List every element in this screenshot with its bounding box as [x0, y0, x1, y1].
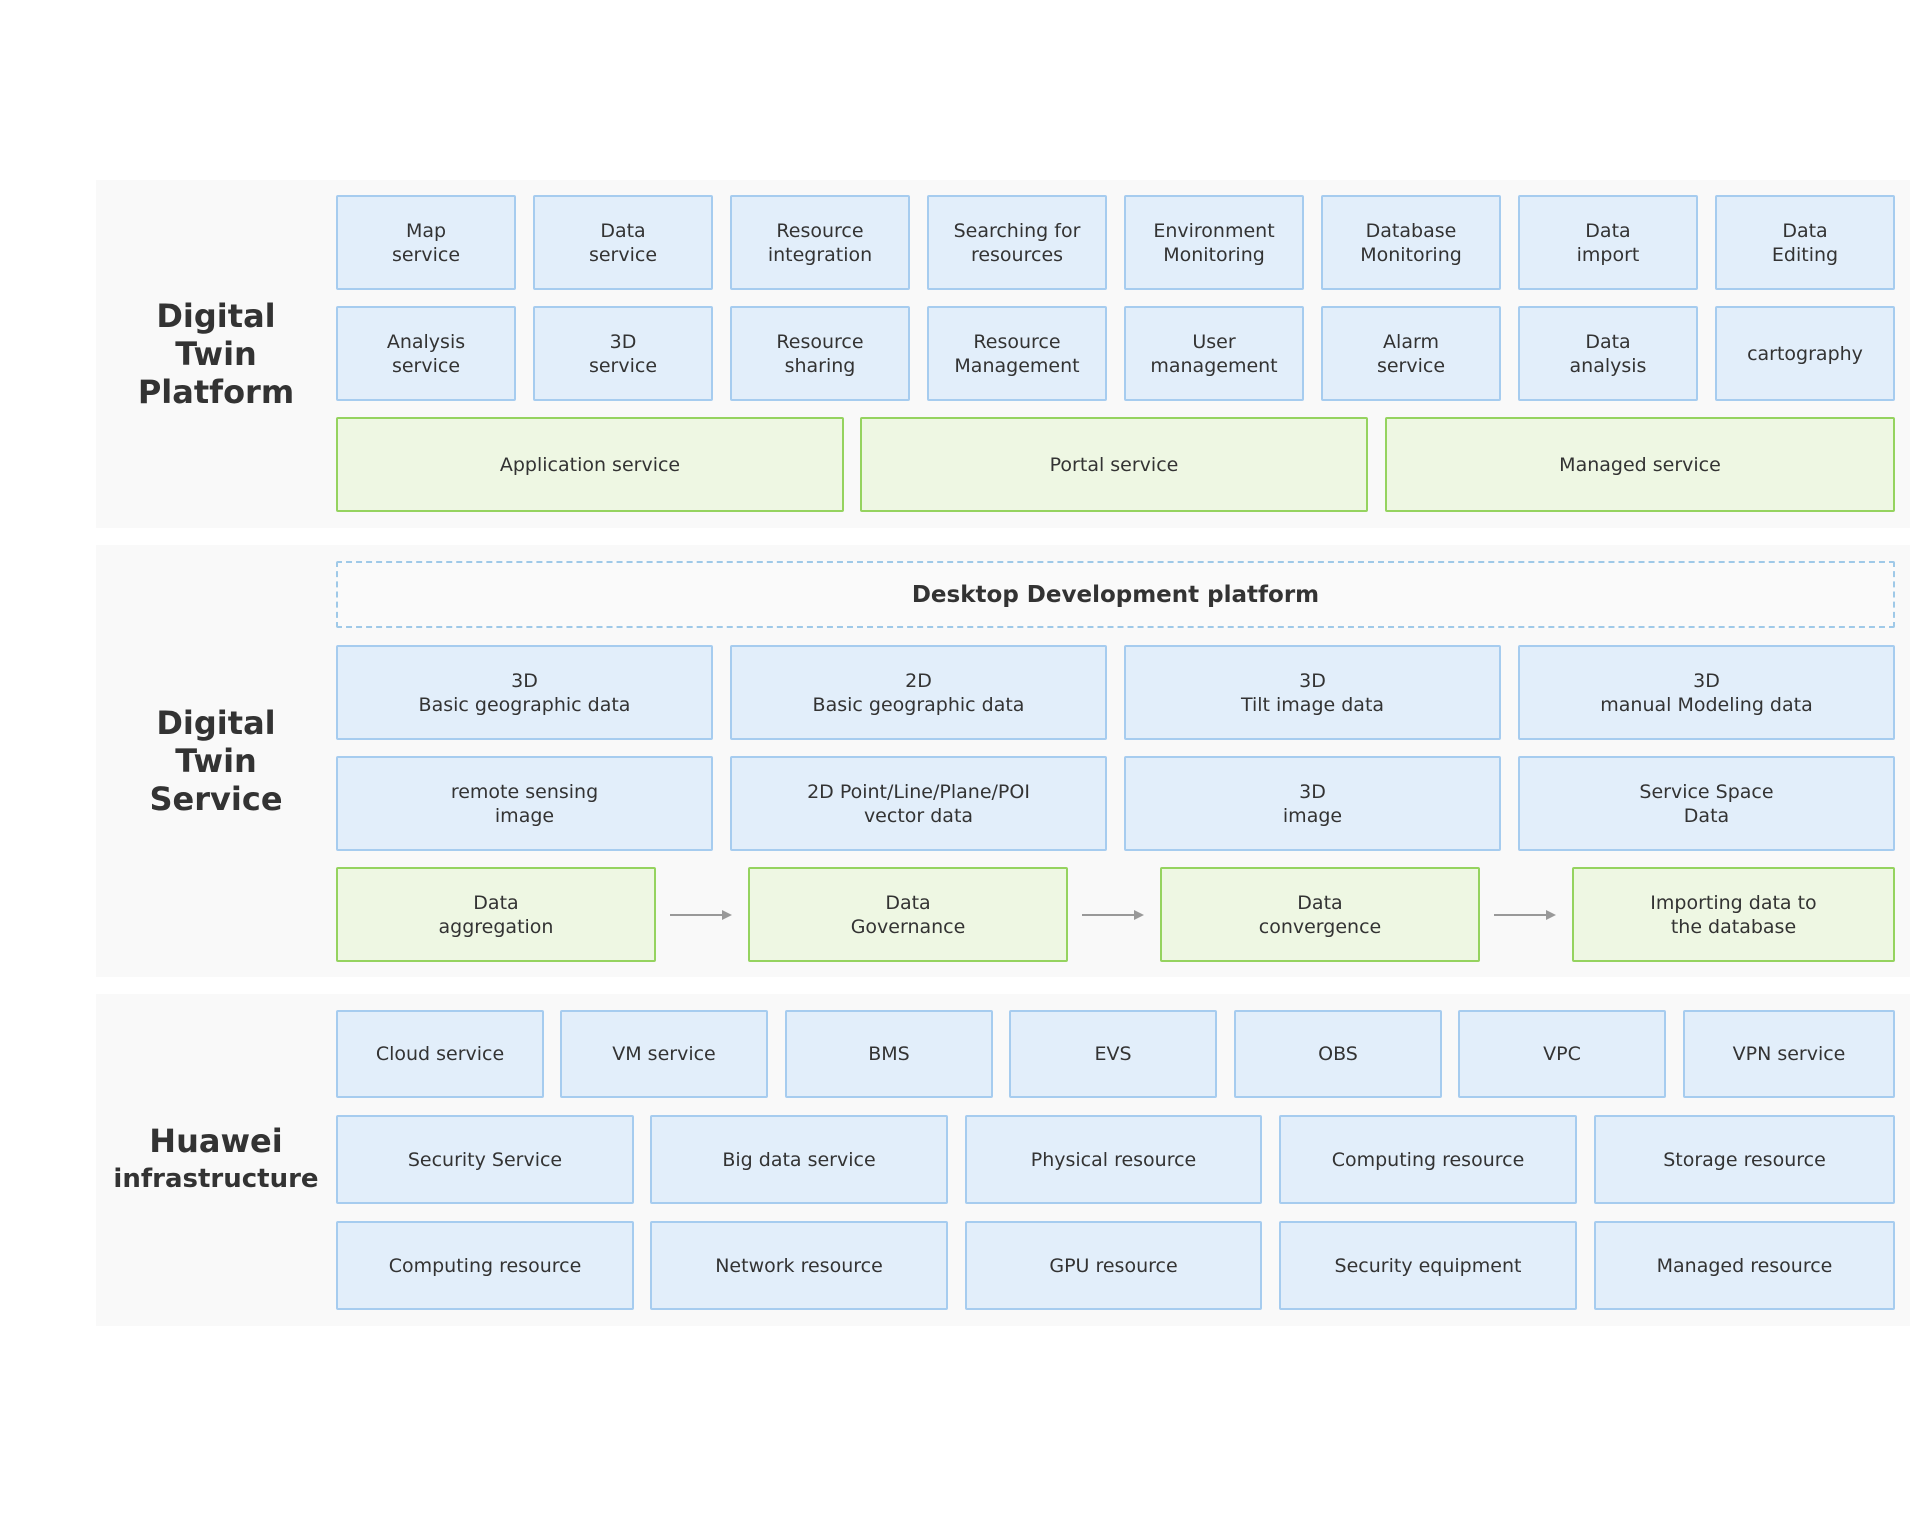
infra-box: Storage resource — [1594, 1115, 1895, 1204]
infra-box: Cloud service — [336, 1010, 544, 1098]
application-service-box: Application service — [336, 417, 844, 512]
geo-data-box: 3D image — [1124, 756, 1501, 851]
infra-label-line: infrastructure — [113, 1164, 319, 1194]
platform-box: Resource integration — [730, 195, 910, 290]
infra-box: Managed resource — [1594, 1221, 1895, 1310]
platform-box: Alarm service — [1321, 306, 1501, 401]
desktop-development-platform-header: Desktop Development platform — [336, 561, 1895, 628]
flow-arrow-icon — [670, 910, 732, 920]
service-label-line: Digital — [156, 704, 276, 742]
platform-box: 3D service — [533, 306, 713, 401]
infra-box: Network resource — [650, 1221, 948, 1310]
infra-box: Security equipment — [1279, 1221, 1577, 1310]
infra-box: Security Service — [336, 1115, 634, 1204]
geo-data-box: remote sensing image — [336, 756, 713, 851]
infra-box: Computing resource — [336, 1221, 634, 1310]
infra-box: Physical resource — [965, 1115, 1262, 1204]
geo-data-box: Service Space Data — [1518, 756, 1895, 851]
geo-data-box: 2D Point/Line/Plane/POI vector data — [730, 756, 1107, 851]
flow-arrow-icon — [1082, 910, 1144, 920]
platform-box: Data service — [533, 195, 713, 290]
service-label: Digital Twin Service — [96, 545, 336, 977]
infra-label-line: Huawei — [149, 1122, 283, 1160]
importing-data-box: Importing data to the database — [1572, 867, 1895, 962]
platform-box: Map service — [336, 195, 516, 290]
infra-box: GPU resource — [965, 1221, 1262, 1310]
geo-data-box: 3D Basic geographic data — [336, 645, 713, 740]
infra-box: Big data service — [650, 1115, 948, 1204]
platform-box: Data import — [1518, 195, 1698, 290]
service-label-line: Twin — [175, 742, 257, 780]
infra-label: Huawei infrastructure — [96, 994, 336, 1326]
platform-box: Analysis service — [336, 306, 516, 401]
platform-box: Data analysis — [1518, 306, 1698, 401]
geo-data-box: 2D Basic geographic data — [730, 645, 1107, 740]
platform-box: Database Monitoring — [1321, 195, 1501, 290]
infra-box: BMS — [785, 1010, 993, 1098]
infra-box: OBS — [1234, 1010, 1442, 1098]
platform-box: Resource Management — [927, 306, 1107, 401]
platform-label-line: Twin — [175, 335, 257, 373]
service-label-line: Service — [149, 780, 283, 818]
platform-box: Environment Monitoring — [1124, 195, 1304, 290]
platform-label-line: Digital — [156, 297, 276, 335]
platform-box: cartography — [1715, 306, 1895, 401]
managed-service-box: Managed service — [1385, 417, 1895, 512]
infra-box: EVS — [1009, 1010, 1217, 1098]
flow-arrow-icon — [1494, 910, 1556, 920]
geo-data-box: 3D Tilt image data — [1124, 645, 1501, 740]
portal-service-box: Portal service — [860, 417, 1368, 512]
platform-box: User management — [1124, 306, 1304, 401]
platform-box: Searching for resources — [927, 195, 1107, 290]
geo-data-box: 3D manual Modeling data — [1518, 645, 1895, 740]
infra-box: VM service — [560, 1010, 768, 1098]
infra-box: Computing resource — [1279, 1115, 1577, 1204]
platform-label-line: Platform — [137, 373, 295, 411]
data-aggregation-box: Data aggregation — [336, 867, 656, 962]
infra-box: VPC — [1458, 1010, 1666, 1098]
platform-label: Digital Twin Platform — [96, 180, 336, 528]
data-governance-box: Data Governance — [748, 867, 1068, 962]
infra-box: VPN service — [1683, 1010, 1895, 1098]
platform-box: Resource sharing — [730, 306, 910, 401]
data-convergence-box: Data convergence — [1160, 867, 1480, 962]
platform-box: Data Editing — [1715, 195, 1895, 290]
